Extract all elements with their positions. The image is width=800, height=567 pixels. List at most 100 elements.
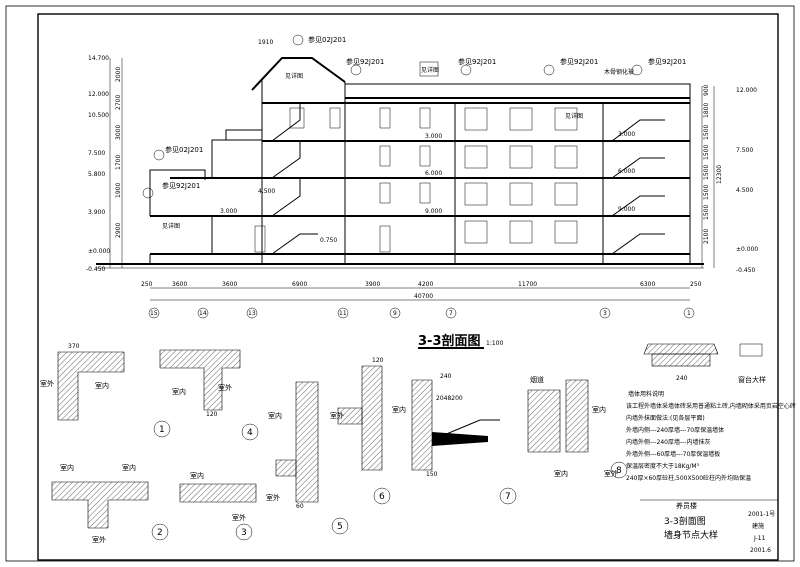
- svg-text:室外: 室外: [604, 469, 618, 478]
- svg-text:-0.450: -0.450: [86, 266, 106, 273]
- svg-text:12.000: 12.000: [88, 91, 109, 98]
- svg-text:1500: 1500: [703, 205, 710, 220]
- title-block: 养员楼 3-3剖面图 墙身节点大样 2001-1号 建施 J-11 2001.6: [640, 499, 778, 554]
- svg-text:2700: 2700: [115, 95, 122, 110]
- svg-text:1500: 1500: [703, 165, 710, 180]
- left-elevation-dims: 14.700 12.000 10.500 7.500 5.800 3.900 ±…: [86, 55, 123, 273]
- svg-text:3: 3: [603, 310, 607, 317]
- svg-text:8: 8: [616, 466, 622, 476]
- ref-note: 参见92J201: [458, 57, 496, 66]
- svg-text:1800: 1800: [703, 103, 710, 118]
- wall-details: 室外 室内 370 1 室内 室内 室外 2 室内 室外 120 4 室内: [40, 343, 766, 544]
- section-scale: 1:100: [486, 340, 503, 347]
- svg-text:室内: 室内: [122, 463, 136, 472]
- svg-text:室内: 室内: [60, 463, 74, 472]
- level-label: 0.750: [320, 237, 337, 244]
- svg-text:外墙外侧---60厚墙---70厚保温墙板: 外墙外侧---60厚墙---70厚保温墙板: [626, 450, 720, 458]
- svg-text:1: 1: [159, 425, 165, 435]
- right-elevation-dims: 12.000 7.500 4.500 ±0.000 -0.450 12300 9…: [701, 84, 758, 274]
- svg-text:14.700: 14.700: [88, 55, 109, 62]
- detail-1: 室外 室内 370 1: [40, 343, 171, 438]
- detail-8: 烟道 室内 室内 室外 8: [527, 375, 628, 479]
- svg-text:±0.000: ±0.000: [88, 248, 110, 255]
- level-label: 6.000: [425, 170, 442, 177]
- note: 见详图: [421, 66, 439, 74]
- svg-text:室外: 室外: [330, 411, 344, 420]
- drawing-name-2: 墙身节点大样: [664, 529, 718, 541]
- svg-text:2000: 2000: [115, 67, 122, 82]
- svg-text:3600: 3600: [222, 281, 237, 288]
- section-title: 3-3剖面图: [418, 333, 481, 349]
- svg-text:6900: 6900: [292, 281, 307, 288]
- svg-text:11: 11: [339, 310, 347, 317]
- level-label: 3.000: [618, 131, 635, 138]
- svg-text:7: 7: [449, 310, 453, 317]
- bay-dims: 250 3600 3600 6900 3900 4200 11700 6300 …: [141, 281, 702, 301]
- svg-text:2048200: 2048200: [436, 395, 463, 402]
- detail-6: 室内 120 6: [337, 357, 406, 505]
- svg-text:2900: 2900: [115, 223, 122, 238]
- detail-5: 室内 室外 室外 60 5: [266, 381, 349, 535]
- level-label: 9.000: [618, 206, 635, 213]
- svg-text:1500: 1500: [703, 185, 710, 200]
- svg-text:14: 14: [199, 310, 207, 317]
- sheet-number: J-11: [753, 535, 766, 542]
- detail-3: 室内 室外 3: [179, 471, 257, 541]
- svg-text:室内: 室内: [172, 387, 186, 396]
- svg-text:室外: 室外: [92, 535, 106, 544]
- svg-text:±0.000: ±0.000: [736, 246, 758, 253]
- project-name: 养员楼: [676, 501, 697, 510]
- svg-text:室外: 室外: [232, 513, 246, 522]
- total-dim: 40700: [414, 293, 433, 300]
- note: 木骨钢化玻: [604, 68, 634, 76]
- notes-title: 墙体用料说明: [628, 390, 664, 398]
- top-references: 参见02J201 1910 参见92J201 见详图 参见92J201 参见92…: [142, 34, 686, 230]
- ref-note: 参见92J201: [162, 181, 200, 190]
- notes-block: 墙体用料说明 该工程外墙体采墙体砖采用普通粘土砖,内墙砌体采用页岩空心砖 内墙外…: [626, 390, 796, 482]
- svg-text:3000: 3000: [115, 125, 122, 140]
- date: 2001.6: [750, 547, 771, 554]
- ref-note: 参见92J201: [648, 57, 686, 66]
- svg-text:1: 1: [687, 310, 691, 317]
- svg-text:1700: 1700: [115, 155, 122, 170]
- svg-text:120: 120: [372, 357, 384, 364]
- svg-text:3.900: 3.900: [88, 209, 105, 216]
- outer-frame: [5, 5, 795, 562]
- svg-text:10.500: 10.500: [88, 112, 109, 119]
- svg-text:保温层密度不大于18Kg/M³: 保温层密度不大于18Kg/M³: [626, 462, 700, 470]
- svg-text:内墙外侧---240厚墙---内墙抹灰: 内墙外侧---240厚墙---内墙抹灰: [626, 438, 710, 446]
- svg-text:1900: 1900: [115, 183, 122, 198]
- svg-text:-0.450: -0.450: [736, 267, 756, 274]
- svg-text:240厚×60厚砼柱,500X500砼柱内外均贴保温: 240厚×60厚砼柱,500X500砼柱内外均贴保温: [626, 474, 751, 482]
- svg-text:9: 9: [393, 310, 397, 317]
- svg-text:室外: 室外: [266, 493, 280, 502]
- svg-text:370: 370: [68, 343, 80, 350]
- drawing-name: 3-3剖面图: [664, 515, 706, 527]
- svg-text:7.500: 7.500: [88, 150, 105, 157]
- svg-text:250: 250: [690, 281, 702, 288]
- svg-text:窗台大样: 窗台大样: [738, 375, 766, 384]
- svg-text:内墙外抹面做法:(见各层平面): 内墙外抹面做法:(见各层平面): [626, 414, 705, 422]
- svg-text:3900: 3900: [365, 281, 380, 288]
- svg-text:室内: 室内: [268, 411, 282, 420]
- drawing-stage: 建施: [752, 522, 764, 530]
- drawing-code: 2001-1号: [748, 511, 775, 518]
- svg-text:室内: 室内: [392, 405, 406, 414]
- svg-text:1500: 1500: [703, 145, 710, 160]
- level-label: 9.000: [425, 208, 442, 215]
- axis-bubbles: 15 14 13 11 9 7 3 1: [148, 307, 695, 319]
- svg-text:2100: 2100: [703, 229, 710, 244]
- svg-text:7.500: 7.500: [736, 147, 753, 154]
- level-label: 3.000: [220, 208, 237, 215]
- section-drawing: 3.000 6.000 9.000 4.500 3.000 0.750 3.00…: [86, 34, 758, 349]
- svg-text:60: 60: [296, 503, 304, 510]
- svg-text:4: 4: [247, 428, 253, 438]
- svg-text:13: 13: [248, 310, 256, 317]
- level-label: 3.000: [425, 133, 442, 140]
- note: 见详图: [162, 222, 180, 230]
- detail-2: 室内 室内 室外 2: [51, 463, 169, 544]
- svg-text:1500: 1500: [703, 125, 710, 140]
- svg-text:12.000: 12.000: [736, 87, 757, 94]
- svg-text:11700: 11700: [518, 281, 537, 288]
